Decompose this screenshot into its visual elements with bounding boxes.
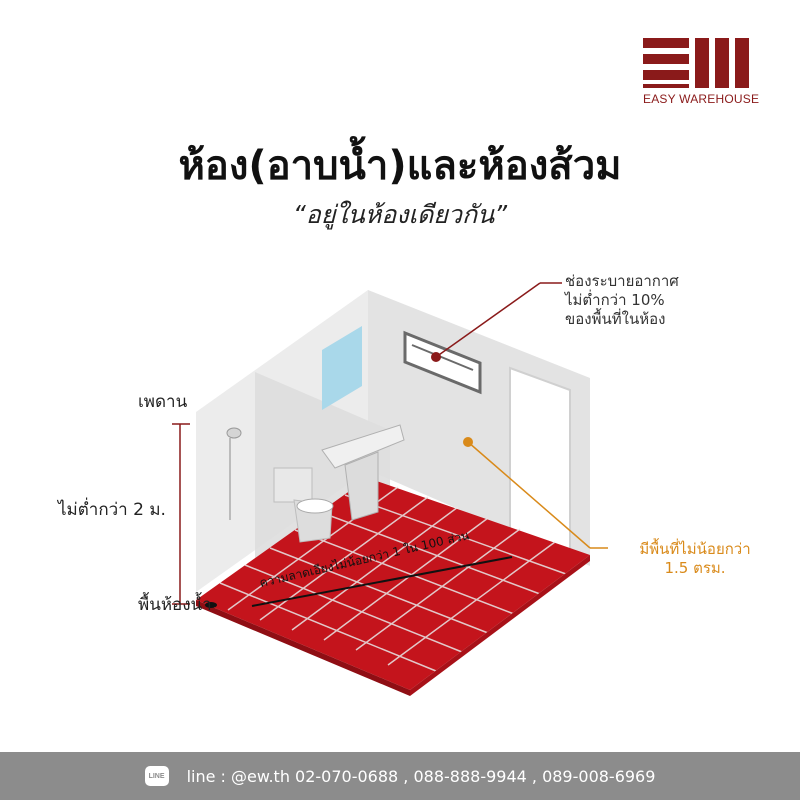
- area-leader-line: [467, 441, 591, 549]
- toilet-seat: [296, 498, 334, 514]
- line-icon-label: LINE: [148, 772, 165, 780]
- height-label: ไม่ต่ำกว่า 2 ม.: [58, 500, 166, 520]
- area-annotation: มีพื้นที่ไม่น้อยกว่า 1.5 ตรม.: [600, 540, 790, 578]
- area-line-1: มีพื้นที่ไม่น้อยกว่า: [639, 540, 751, 558]
- ventilation-annotation: ช่องระบายอากาศ ไม่ต่ำกว่า 10% ของพื้นที่…: [565, 272, 765, 328]
- ventilation-leader-line: [435, 282, 541, 358]
- footer-bar: LINE line : @ew.th 02-070-0688 , 088-888…: [0, 752, 800, 800]
- ceiling-label: เพดาน: [138, 392, 188, 412]
- window-glass: [322, 326, 362, 410]
- line-app-icon[interactable]: LINE: [144, 766, 169, 786]
- sink-basin: [321, 424, 405, 469]
- floor-drain: [205, 602, 217, 608]
- ventilation-line-2: ไม่ต่ำกว่า 10%: [565, 290, 665, 309]
- area-marker: [463, 437, 473, 447]
- area-line-2: 1.5 ตรม.: [664, 558, 726, 577]
- easy-warehouse-logo-icon: [643, 38, 749, 88]
- brand-name: EASY WAREHOUSE: [643, 92, 760, 106]
- page-title: ห้อง(อาบน้ำ)และห้องส้วม: [178, 143, 622, 189]
- ventilation-window: [403, 330, 482, 395]
- page-subtitle: “อยู่ในห้องเดียวกัน”: [292, 200, 508, 229]
- toilet-tank: [273, 467, 313, 503]
- tiled-floor: [196, 478, 590, 690]
- ventilation-line-3: ของพื้นที่ในห้อง: [565, 309, 666, 328]
- brand-logo: EASY WAREHOUSE: [643, 38, 763, 106]
- slope-line: [251, 556, 513, 607]
- ventilation-line-1: ช่องระบายอากาศ: [565, 272, 679, 290]
- footer-contact: line : @ew.th 02-070-0688 , 088-888-9944…: [186, 766, 656, 786]
- sink-pedestal: [344, 451, 379, 521]
- floor-label: พื้นห้องน้ำ: [138, 595, 212, 615]
- ventilation-marker: [431, 352, 441, 362]
- shower-head-icon: [226, 427, 242, 439]
